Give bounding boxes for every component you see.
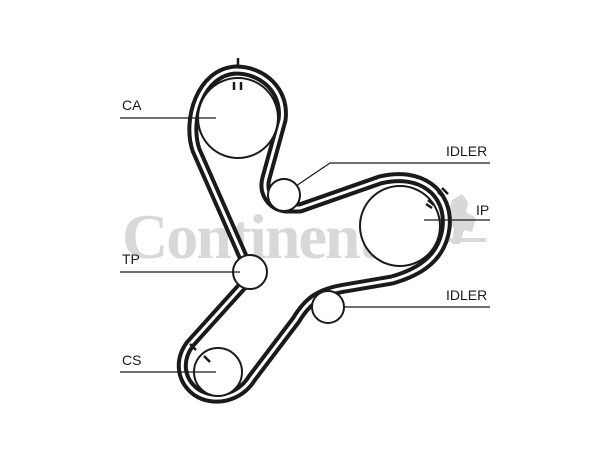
idler-top-label: IDLER xyxy=(446,143,487,159)
ip-label: IP xyxy=(476,202,489,218)
idler-top-pulley xyxy=(267,178,301,212)
idler-bottom-pulley xyxy=(311,290,345,324)
horse-emblem-icon xyxy=(446,194,486,244)
ip-timing-marks xyxy=(425,187,449,210)
tp-label: TP xyxy=(122,251,140,267)
cs-timing-marks xyxy=(189,343,211,363)
cs-label: CS xyxy=(122,352,141,368)
ca-label: CA xyxy=(122,97,142,113)
idler-bottom-label: IDLER xyxy=(446,287,487,303)
idler-top-leader-line xyxy=(295,162,490,187)
ca-timing-marks xyxy=(232,58,243,90)
ip-pulley xyxy=(359,185,441,267)
